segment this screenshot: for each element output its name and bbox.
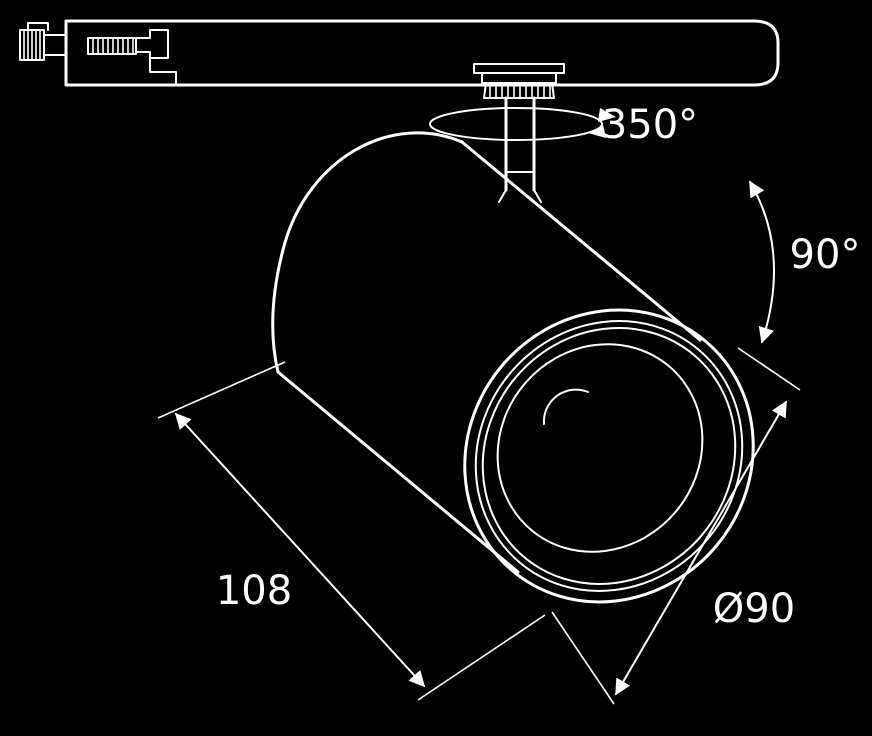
spotlight-body: [271, 131, 755, 604]
tilt-angle-label: 90°: [790, 232, 861, 278]
rotation-arrow-icon: [588, 125, 606, 138]
length-dimension-label: 108: [216, 568, 292, 614]
tilt-indicator: [749, 180, 775, 344]
rotation-angle-label: 350°: [602, 102, 698, 148]
track-rail: [19, 19, 780, 87]
rotation-arrow-icon: [598, 108, 616, 122]
lens-recess: [496, 343, 704, 553]
diameter-dimension-label: Ø90: [713, 586, 795, 632]
track-lock-latch: [87, 29, 177, 86]
track-adapter: [473, 63, 565, 99]
track-end-connector: [19, 22, 67, 61]
rotation-indicator: [429, 107, 616, 141]
dimension-diameter: [551, 347, 801, 705]
dimension-length: [157, 361, 546, 701]
mounting-stem: [498, 96, 542, 203]
